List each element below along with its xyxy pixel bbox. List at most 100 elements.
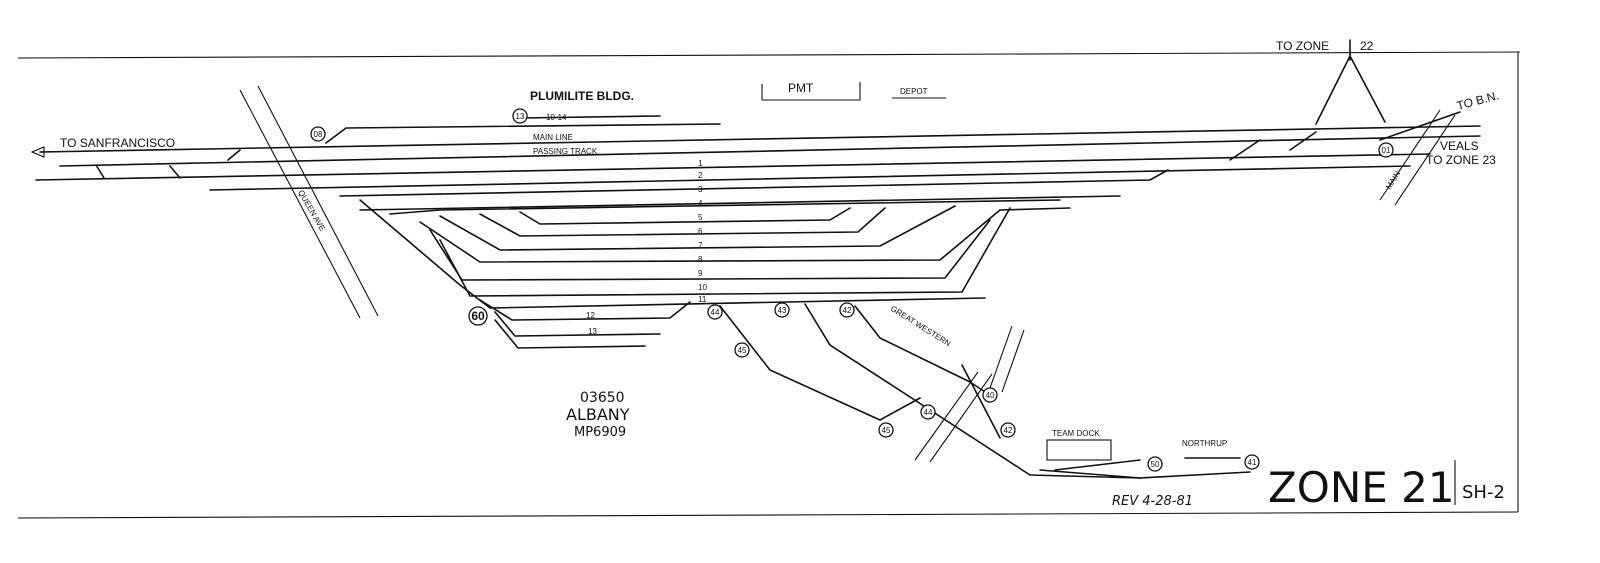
crossover	[1229, 139, 1261, 161]
track-number: 5	[698, 213, 703, 222]
marker-13: 13	[512, 108, 528, 124]
marker-41: 41	[1244, 454, 1260, 470]
track-number: 3	[698, 185, 703, 194]
main-line-label: MAIN LINE	[533, 133, 573, 142]
to-zone-23-label: TO ZONE 23	[1426, 153, 1496, 167]
track-number-labels: 1 2 3 4 5 6 7 8 9 10 11	[698, 159, 707, 304]
road-diag-3	[989, 325, 1013, 389]
arrow-left-icon	[30, 146, 45, 158]
spur-42	[854, 305, 986, 393]
road-diag-2	[929, 373, 993, 463]
plumilite-spur	[325, 123, 721, 144]
track-13	[494, 311, 661, 337]
sheet-label: SH-2	[1462, 482, 1505, 503]
track-13-label: 13	[588, 327, 597, 336]
to-zone-label: TO ZONE	[1276, 39, 1329, 53]
svg-text:42: 42	[1004, 426, 1013, 435]
revision-label: REV 4-28-81	[1112, 494, 1193, 509]
marker-45-upper: 45	[734, 342, 750, 358]
svg-text:50: 50	[1151, 460, 1160, 469]
track-number: 10	[698, 283, 707, 292]
track-number: 4	[698, 199, 703, 208]
track-number: 9	[698, 269, 703, 278]
depot-label: DEPOT	[900, 87, 928, 96]
main-st-road	[1379, 109, 1441, 201]
svg-text:45: 45	[882, 426, 891, 435]
svg-text:08: 08	[314, 130, 323, 139]
marker-43: 43	[774, 302, 790, 318]
svg-text:42: 42	[843, 306, 852, 315]
svg-text:44: 44	[924, 408, 933, 417]
zone-title: ZONE 21	[1268, 463, 1455, 512]
track-6	[479, 207, 886, 237]
spur-link	[879, 397, 921, 421]
northrup-track	[1139, 471, 1251, 479]
svg-text:60: 60	[471, 309, 485, 323]
svg-text:41: 41	[1248, 458, 1257, 467]
road-diag-4	[1001, 329, 1025, 393]
bottom-border	[17, 511, 1519, 519]
track-5	[519, 207, 851, 225]
svg-text:40: 40	[986, 391, 995, 400]
track-number: 7	[698, 241, 703, 250]
crossover	[95, 164, 105, 179]
main-st-label: MAIN	[1384, 169, 1402, 191]
marker-01: 01	[1378, 142, 1394, 158]
road-diag	[914, 371, 979, 461]
marker-40: 40	[982, 387, 998, 403]
queen-ave-road	[239, 89, 361, 319]
pmt-building	[761, 82, 861, 101]
marker-50: 50	[1147, 456, 1163, 472]
track-number: 11	[698, 295, 707, 304]
svg-text:01: 01	[1382, 146, 1391, 155]
track-3	[339, 169, 1169, 197]
track-connector	[999, 207, 1071, 211]
to-sanfrancisco-label: TO SANFRANCISCO	[60, 136, 175, 150]
track-13b	[494, 319, 646, 349]
track-8	[419, 209, 1001, 263]
track-number: 1	[698, 159, 703, 168]
pmt-label: PMT	[788, 81, 814, 95]
team-dock-spur	[1054, 459, 1141, 471]
milepost-label: MP6909	[574, 425, 626, 440]
queen-ave-road-2	[257, 85, 379, 317]
track-10	[439, 207, 1011, 297]
track-12	[479, 299, 691, 321]
marker-44-top: 44	[707, 304, 723, 320]
marker-60: 60	[468, 306, 488, 326]
passing-track	[59, 135, 1481, 167]
main-st-road-2	[1394, 114, 1456, 206]
passing-track-label: PASSING TRACK	[533, 147, 598, 156]
spur-43	[804, 303, 1141, 479]
track-10-14-label: 10-14	[546, 113, 567, 122]
to-bn-track	[1379, 111, 1461, 141]
crossover	[227, 149, 241, 161]
station-code: 03650	[580, 390, 625, 406]
crossover	[1289, 131, 1317, 151]
marker-44-lower: 44	[920, 404, 936, 420]
marker-45-lower: 45	[878, 422, 894, 438]
plumilite-label: PLUMILITE BLDG.	[530, 89, 634, 103]
svg-text:13: 13	[516, 112, 525, 121]
track-2-line	[209, 165, 1411, 191]
top-border	[17, 51, 1521, 59]
veals-label: VEALS	[1440, 139, 1479, 153]
track-7	[439, 205, 956, 251]
wye	[1315, 54, 1386, 125]
spur-40	[961, 364, 1001, 439]
track-10-14	[519, 115, 661, 119]
marker-08: 08	[310, 126, 326, 142]
svg-text:44: 44	[711, 308, 720, 317]
team-dock-track	[1039, 469, 1141, 479]
team-dock-label: TEAM DOCK	[1052, 429, 1100, 438]
track-number: 2	[698, 171, 703, 180]
great-western-label: GREAT WESTERN	[889, 304, 953, 348]
track-9	[429, 219, 991, 281]
svg-text:43: 43	[778, 306, 787, 315]
track-12-label: 12	[586, 311, 595, 320]
track-4	[389, 199, 1061, 215]
track-1	[35, 153, 1431, 181]
zone-22-number: 22	[1360, 39, 1374, 53]
northrup-label: NORTHRUP	[1182, 439, 1227, 448]
